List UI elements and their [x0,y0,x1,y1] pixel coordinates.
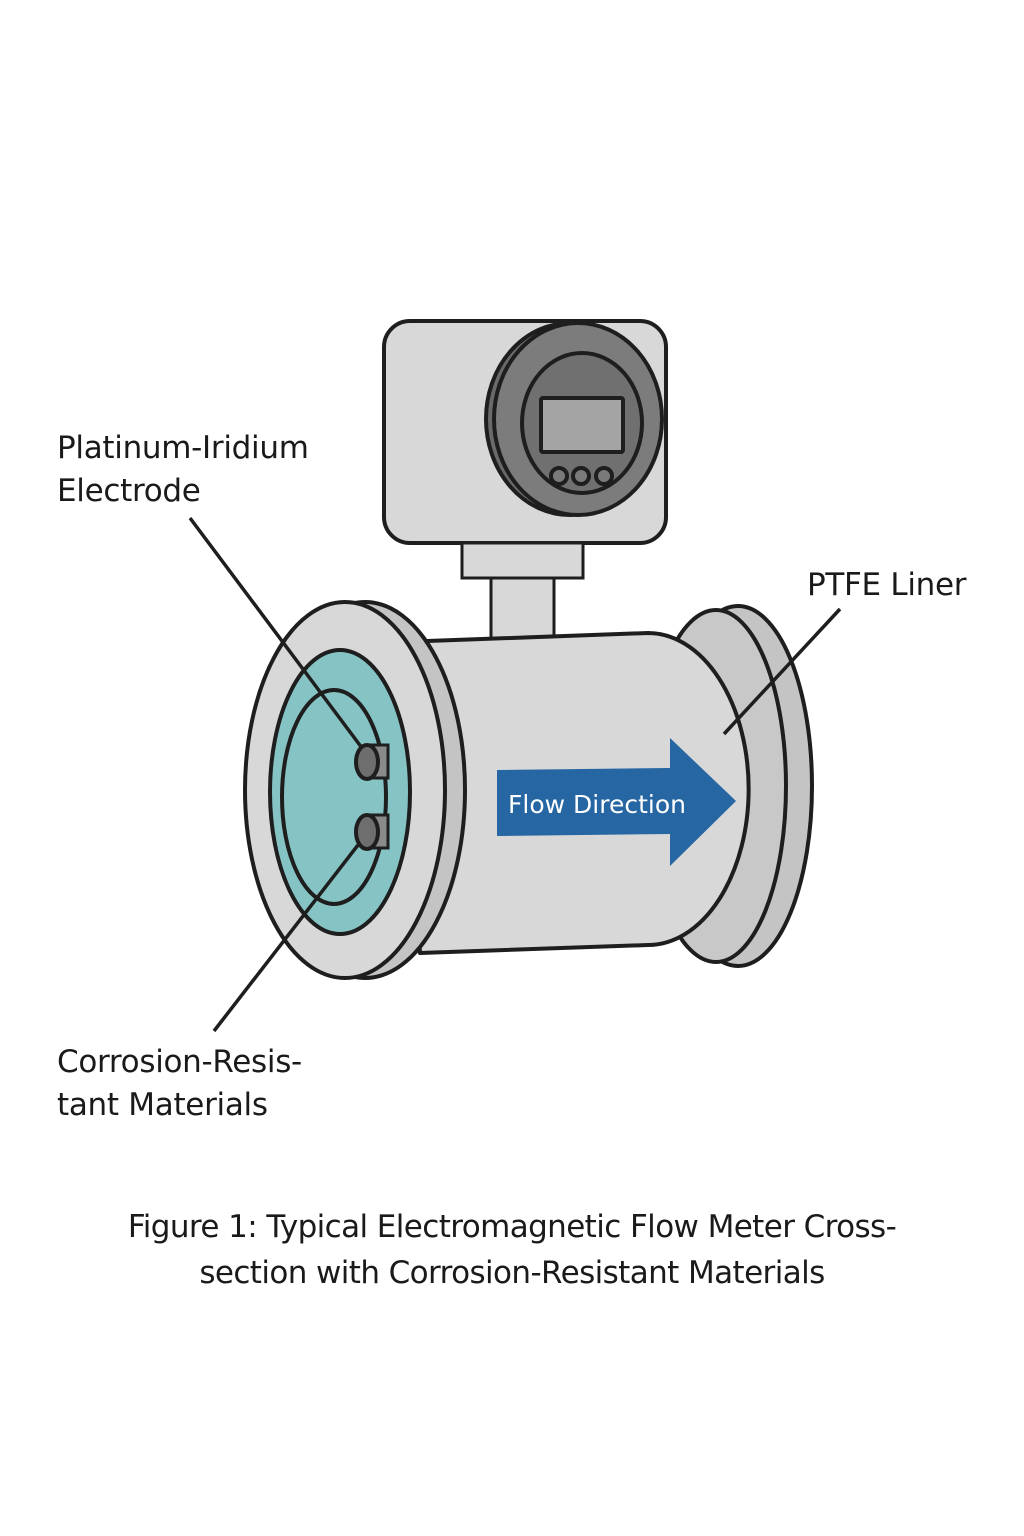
display-button[interactable] [594,466,614,486]
label-materials-line-2: tant Materials [57,1087,268,1123]
liner-leader-line [722,607,842,736]
display-buttons [549,466,614,486]
electrode-tip [354,743,380,781]
electrode-leader-line [188,516,364,750]
figure-caption: Figure 1: Typical Electromagnetic Flow M… [0,1204,1024,1296]
flow-direction-label: Flow Direction [508,790,686,819]
display-button[interactable] [571,466,591,486]
label-electrode-line-1: Platinum-Iridium [57,430,309,466]
figure-caption-line-2: section with Corrosion-Resistant Materia… [199,1255,825,1291]
leader-lines [188,516,842,1033]
label-electrode: Platinum-Iridium Electrode [57,427,309,513]
label-materials-line-1: Corrosion-Resis- [57,1044,302,1080]
liner-bore [280,688,388,906]
display-button[interactable] [549,466,569,486]
label-liner-line-1: PTFE Liner [807,567,967,603]
transmitter-neck [489,576,556,646]
electrode-lower [354,813,390,851]
label-materials: Corrosion-Resis- tant Materials [57,1041,302,1127]
display-screen [539,396,625,454]
flow-direction-arrow: Flow Direction [497,738,736,866]
transmitter-housing [382,319,668,646]
left-flange [243,600,467,980]
materials-leader-line [212,843,360,1033]
electrode-upper [354,743,390,781]
electrodes [354,743,390,851]
flow-arrow-shape [497,738,736,866]
electrode-tip [354,813,380,851]
figure-caption-line-1: Figure 1: Typical Electromagnetic Flow M… [127,1209,897,1245]
transmitter-neck-collar [460,541,585,580]
label-liner: PTFE Liner [807,564,967,607]
label-electrode-line-2: Electrode [57,473,201,509]
